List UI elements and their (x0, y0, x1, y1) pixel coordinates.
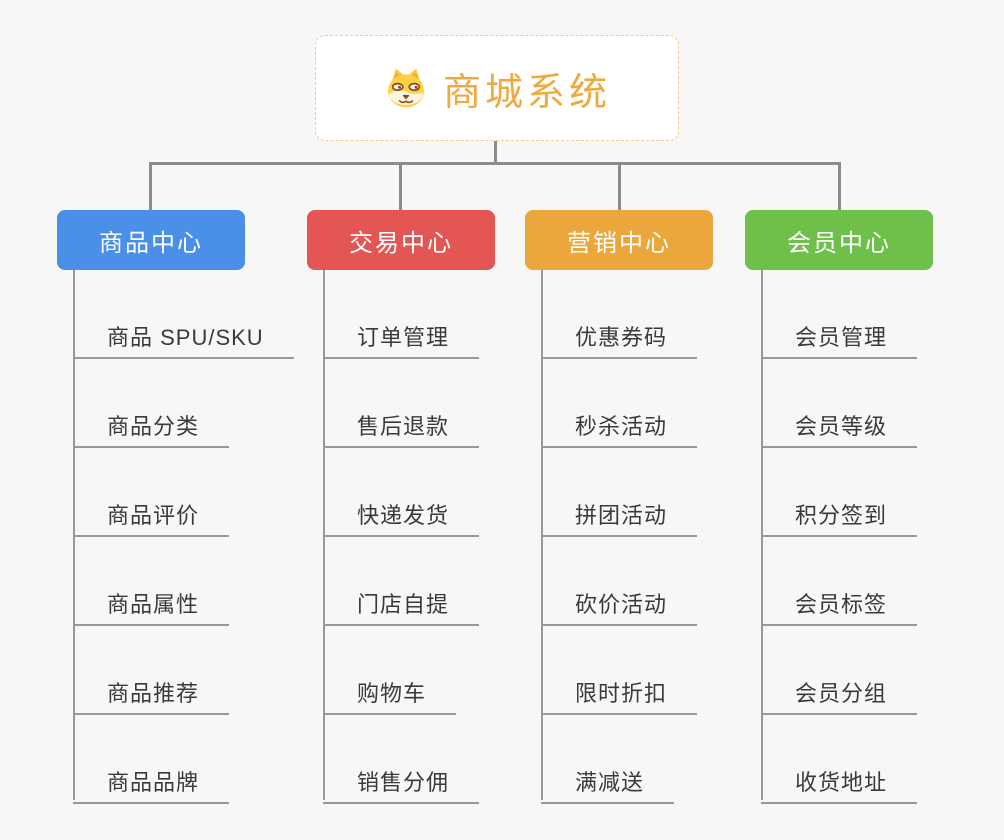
branch-label: 会员中心 (787, 229, 891, 257)
connector-branch-line-member (761, 270, 763, 800)
leaf-node[interactable]: 会员等级 (761, 359, 918, 448)
leaf-node[interactable]: 商品属性 (73, 537, 230, 626)
branch-column-trade: 交易中心 订单管理 售后退款 快递发货 门店自提 购物车 销售分佣 (307, 210, 537, 804)
leaf-node[interactable]: 拼团活动 (541, 448, 698, 537)
leaf-node[interactable]: 订单管理 (323, 270, 480, 359)
leaf-node[interactable]: 商品分类 (73, 359, 230, 448)
leaf-node[interactable]: 快递发货 (323, 448, 480, 537)
branch-label: 交易中心 (349, 229, 453, 257)
connector-drop-member (838, 162, 841, 210)
root-node[interactable]: 商城系统 (315, 35, 679, 141)
branch-column-member: 会员中心 会员管理 会员等级 积分签到 会员标签 会员分组 收货地址 (745, 210, 975, 804)
leaf-node[interactable]: 会员分组 (761, 626, 918, 715)
leaf-node[interactable]: 销售分佣 (323, 715, 480, 804)
leaf-node[interactable]: 优惠券码 (541, 270, 698, 359)
connector-horizontal-bar (149, 162, 841, 165)
leaf-node[interactable]: 满减送 (541, 715, 675, 804)
branch-column-product: 商品中心 商品 SPU/SKU 商品分类 商品评价 商品属性 商品推荐 商品品牌 (57, 210, 294, 804)
connector-root-stem (494, 141, 497, 163)
leaf-node[interactable]: 秒杀活动 (541, 359, 698, 448)
branch-label: 商品中心 (99, 229, 203, 257)
connector-drop-trade (399, 162, 402, 210)
leaf-node[interactable]: 砍价活动 (541, 537, 698, 626)
leaf-node[interactable]: 积分签到 (761, 448, 918, 537)
connector-branch-line-product (73, 270, 75, 800)
leaf-node[interactable]: 门店自提 (323, 537, 480, 626)
connector-drop-product (149, 162, 152, 210)
root-title: 商城系统 (442, 71, 611, 114)
branch-node-product-center[interactable]: 商品中心 (57, 210, 245, 270)
leaf-node[interactable]: 售后退款 (323, 359, 480, 448)
leaf-node[interactable]: 会员管理 (761, 270, 918, 359)
branch-label: 营销中心 (567, 229, 671, 257)
branch-column-marketing: 营销中心 优惠券码 秒杀活动 拼团活动 砍价活动 限时折扣 满减送 (525, 210, 755, 804)
branch-node-member-center[interactable]: 会员中心 (745, 210, 933, 270)
leaf-node[interactable]: 商品 SPU/SKU (73, 270, 294, 359)
leaf-node[interactable]: 收货地址 (761, 715, 918, 804)
leaf-node[interactable]: 会员标签 (761, 537, 918, 626)
leaf-node[interactable]: 限时折扣 (541, 626, 698, 715)
leaf-node[interactable]: 商品推荐 (73, 626, 230, 715)
dog-face-icon (383, 66, 429, 110)
connector-branch-line-trade (323, 270, 325, 800)
leaf-node[interactable]: 商品品牌 (73, 715, 230, 804)
leaf-node[interactable]: 购物车 (323, 626, 457, 715)
connector-drop-marketing (618, 162, 621, 210)
connector-branch-line-marketing (541, 270, 543, 800)
branch-node-marketing-center[interactable]: 营销中心 (525, 210, 713, 270)
leaf-node[interactable]: 商品评价 (73, 448, 230, 537)
branch-node-trade-center[interactable]: 交易中心 (307, 210, 495, 270)
